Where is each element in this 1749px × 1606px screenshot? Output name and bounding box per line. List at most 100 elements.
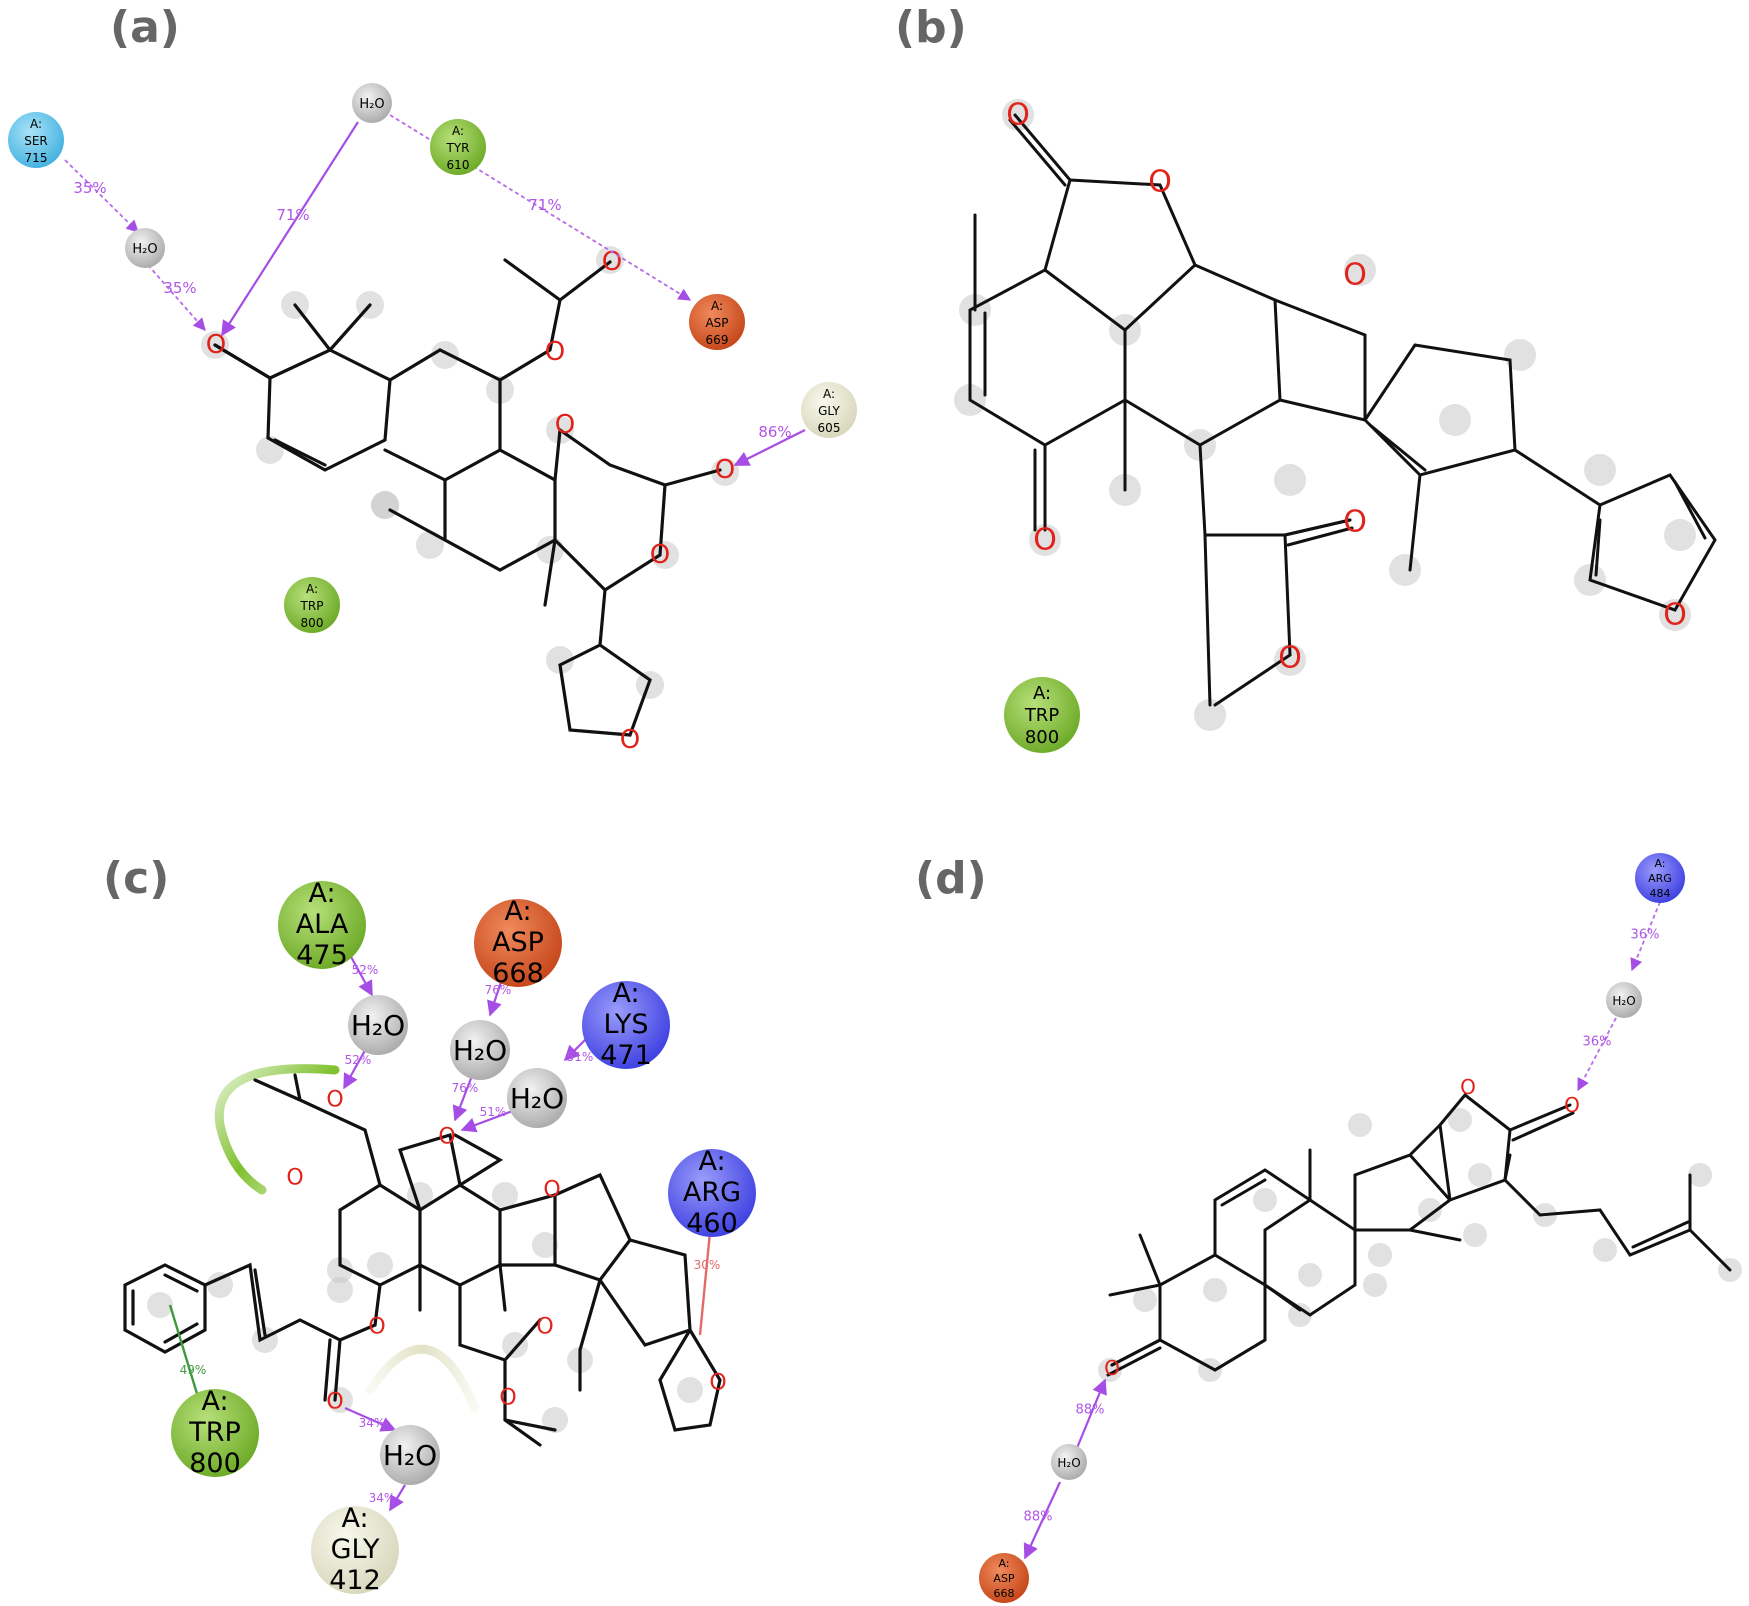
residue-name: TRP — [1024, 705, 1060, 726]
residue-chain: A: — [998, 1557, 1009, 1570]
interaction-percent: 86% — [758, 423, 791, 441]
water-bubble: H₂O — [1606, 982, 1642, 1018]
residue-chain: A: — [30, 117, 42, 131]
residue-bubble-lys471: A: LYS 471 — [582, 978, 670, 1071]
interaction-percent: 51% — [480, 1105, 507, 1119]
water-bubble: H₂O — [450, 1020, 510, 1080]
exposure-arc — [365, 1344, 480, 1413]
hbond-line — [221, 121, 359, 337]
hbond-line — [349, 954, 373, 997]
residue-bubble-trp800-c: A: TRP 800 — [171, 1386, 259, 1479]
pi-cation-line — [698, 1231, 712, 1336]
residue-name: ARG — [683, 1177, 741, 1208]
oxygen-atom: O — [1278, 641, 1302, 676]
water-bubble: H₂O — [1051, 1444, 1087, 1480]
hbond-line — [1023, 1481, 1061, 1560]
panel-label-c: (c) — [103, 853, 169, 904]
residue-number: 605 — [818, 421, 841, 435]
interaction-percent: 51% — [567, 1050, 594, 1064]
water-bubble: H₂O — [380, 1425, 440, 1485]
oxygen-atom: O — [715, 455, 735, 485]
interaction-percent: 71% — [528, 196, 561, 214]
residue-number: 800 — [189, 1448, 241, 1479]
oxygen-atom: O — [1564, 1093, 1580, 1117]
residue-name: ASP — [993, 1572, 1015, 1585]
oxygen-atom: O — [286, 1166, 303, 1191]
residue-bubble-arg460: A: ARG 460 — [668, 1146, 756, 1239]
hbond-line — [147, 264, 206, 331]
interaction-percent: 52% — [352, 963, 379, 977]
residue-name: ASP — [492, 927, 544, 958]
oxygen-atom: O — [1104, 1356, 1120, 1380]
residue-number: 669 — [706, 333, 729, 347]
panel-b: O O O O O O O A: TRP 800 — [954, 98, 1717, 753]
residue-chain: A: — [308, 878, 335, 909]
residue-chain: A: — [698, 1146, 725, 1177]
residue-chain: A: — [1654, 857, 1665, 870]
residue-bubble-tyr610: A: TYR 610 — [430, 119, 486, 175]
interaction-percent: 88% — [1024, 1510, 1053, 1525]
ligand-c-structure: O O O O O O O O O — [123, 1073, 727, 1447]
oxygen-atom: O — [326, 1390, 343, 1415]
residue-name: ALA — [296, 909, 349, 940]
ligand-b-structure: O O O O O O O — [954, 98, 1717, 731]
residue-name: ARG — [1648, 872, 1672, 885]
residue-chain: A: — [612, 978, 639, 1009]
residue-number: 715 — [25, 151, 48, 165]
hbond-line — [389, 1484, 406, 1512]
residue-number: 412 — [329, 1565, 381, 1596]
residue-bubble-trp800: A: TRP 800 — [284, 577, 340, 633]
water-bubble: H₂O — [348, 995, 408, 1055]
panel-label-d: (d) — [915, 853, 987, 904]
oxygen-atom: O — [326, 1088, 343, 1113]
residue-number: 800 — [301, 616, 324, 630]
oxygen-atom: O — [438, 1125, 455, 1150]
hbond-line — [733, 429, 806, 466]
residue-chain: A: — [1033, 683, 1051, 704]
oxygen-atom: O — [206, 330, 226, 360]
water-label: H₂O — [453, 1034, 507, 1067]
water-label: H₂O — [359, 97, 384, 112]
water-label: H₂O — [510, 1082, 564, 1115]
panel-label-b: (b) — [895, 2, 967, 53]
residue-name: LYS — [603, 1009, 648, 1040]
water-label: H₂O — [132, 242, 157, 257]
residue-name: TRP — [300, 599, 324, 613]
water-label: H₂O — [351, 1009, 405, 1042]
interaction-percent: 30% — [694, 1258, 721, 1272]
oxygen-atom: O — [620, 725, 640, 755]
oxygen-atom: O — [1663, 598, 1687, 633]
residue-chain: A: — [711, 299, 723, 313]
residue-number: 668 — [492, 958, 544, 989]
oxygen-atom: O — [543, 1178, 560, 1203]
panel-label-a: (a) — [110, 2, 180, 53]
residue-bubble-gly605: A: GLY 605 — [801, 382, 857, 438]
hbond-line — [344, 1406, 397, 1432]
interaction-percent: 52% — [345, 1053, 372, 1067]
oxygen-atom: O — [1006, 98, 1030, 133]
interaction-percent: 76% — [485, 983, 512, 997]
oxygen-atom: O — [1343, 505, 1367, 540]
interaction-percent: 49% — [180, 1363, 207, 1377]
oxygen-atom: O — [555, 410, 575, 440]
oxygen-atom: O — [709, 1371, 726, 1396]
oxygen-atom: O — [545, 337, 565, 367]
residue-bubble-asp669: A: ASP 669 — [689, 294, 745, 350]
residue-name: TRP — [188, 1417, 241, 1448]
hbond-line — [1577, 1017, 1617, 1092]
residue-bubble-asp668: A: ASP 668 — [474, 896, 562, 989]
oxygen-atom: O — [499, 1386, 516, 1411]
interaction-percent: 36% — [1583, 1035, 1612, 1050]
residue-chain: A: — [306, 582, 318, 596]
residue-bubble-trp800-b: A: TRP 800 — [1004, 677, 1080, 753]
oxygen-atom: O — [1460, 1075, 1476, 1099]
hbond-line — [64, 159, 139, 233]
hbond-line — [343, 1044, 369, 1090]
residue-number: 484 — [1650, 887, 1671, 900]
hbond-line — [1630, 901, 1661, 972]
residue-chain: A: — [452, 124, 464, 138]
residue-number: 800 — [1025, 727, 1059, 748]
residue-bubble-ala475: A: ALA 475 — [278, 878, 366, 971]
interaction-percent: 34% — [359, 1416, 386, 1430]
